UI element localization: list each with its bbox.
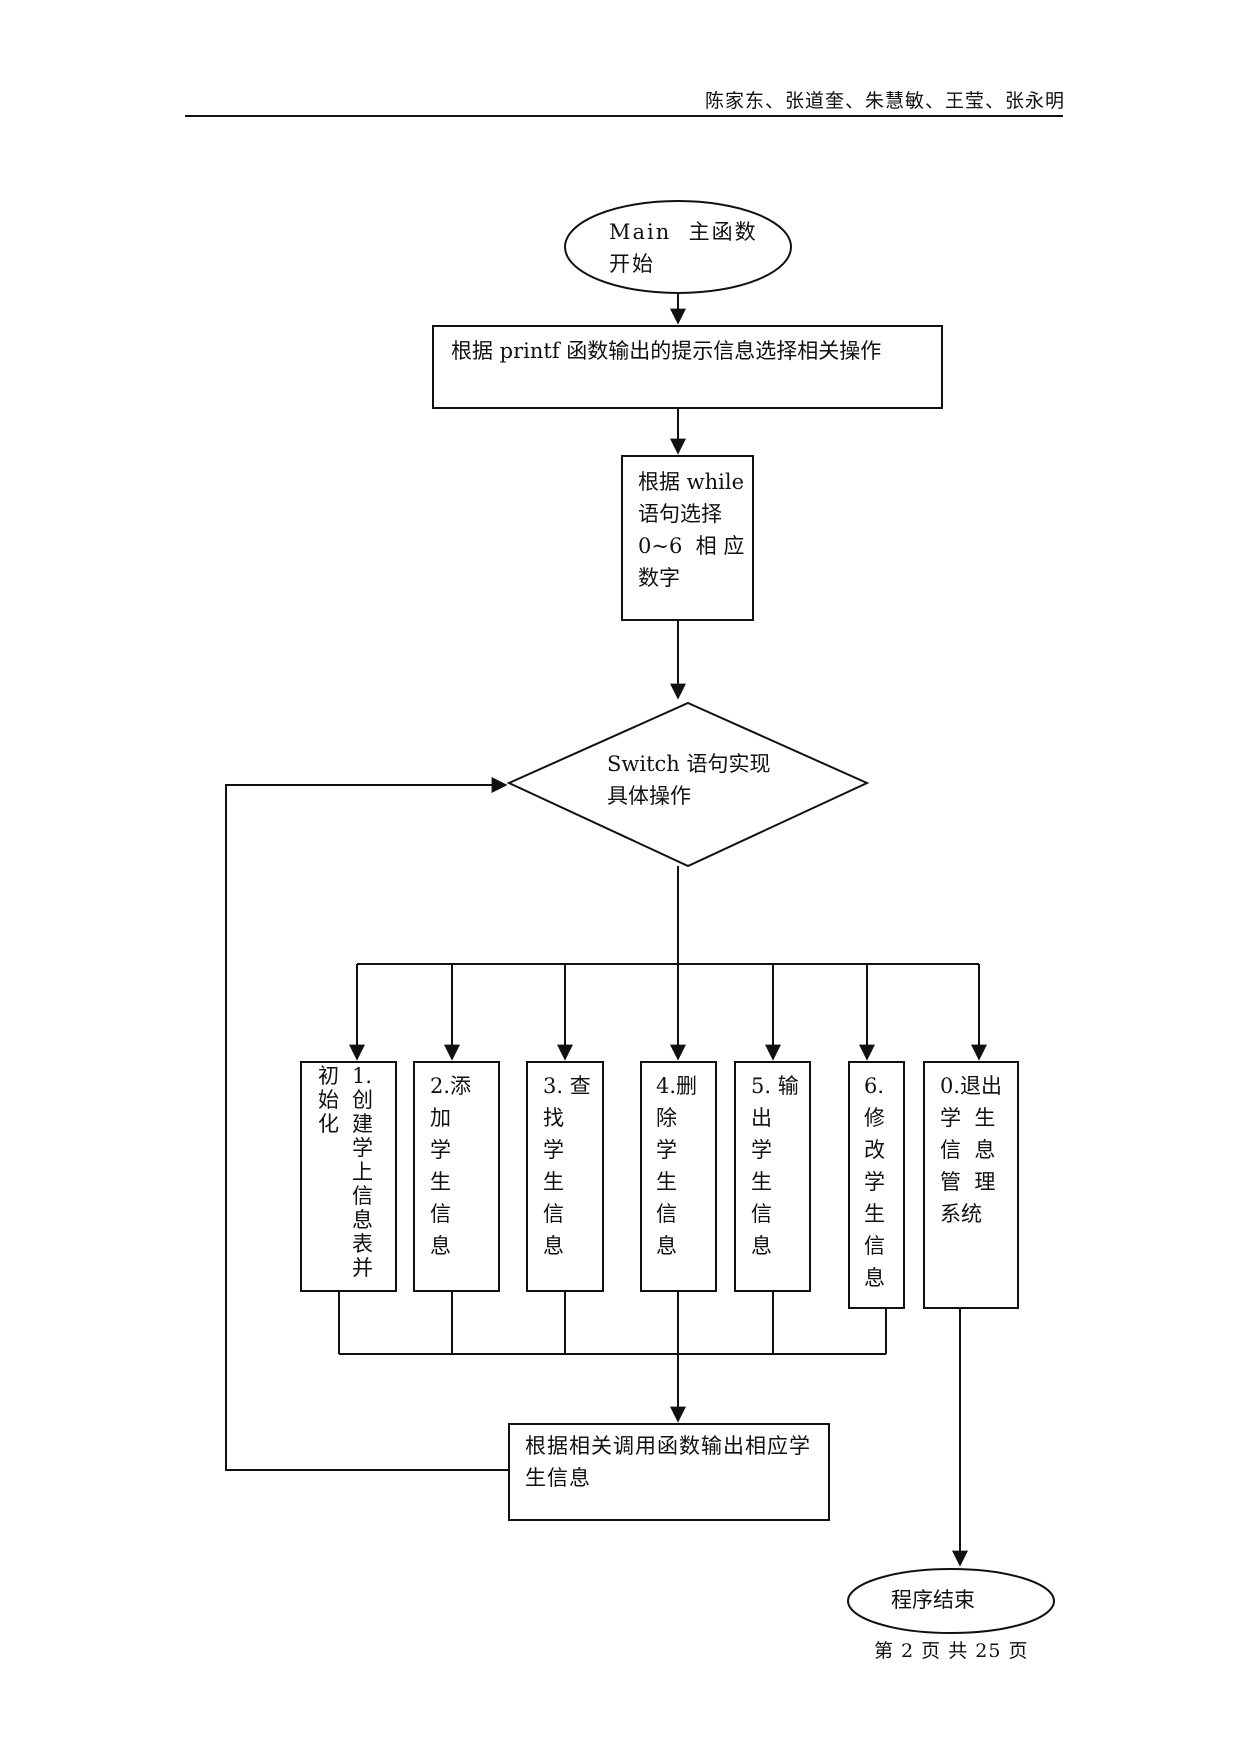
loop-back-line — [225, 777, 509, 1471]
output-box — [508, 1423, 830, 1521]
end-node — [847, 1568, 1055, 1634]
decision-label: Switch 语句实现 具体操作 — [607, 752, 771, 808]
option-box-0 — [923, 1061, 1019, 1309]
header-rule — [185, 115, 1063, 117]
option-1-text-col1: 初 始 化 — [318, 1064, 339, 1136]
step2-label: 根据 while 语句选择 0~6 相 应 数字 — [638, 470, 745, 590]
start-label: Main 主函数 开始 — [609, 220, 758, 276]
step1-box — [432, 325, 943, 409]
step1-label: 根据 printf 函数输出的提示信息选择相关操作 — [451, 339, 882, 363]
end-label: 程序结束 — [891, 1588, 975, 1612]
option-3-text: 3. 查 找 学 生 信 息 — [543, 1074, 591, 1258]
option-5-text: 5. 输 出 学 生 信 息 — [751, 1074, 799, 1258]
footer-page-info: 第 2 页 共 25 页 — [874, 1640, 1029, 1662]
step2-box — [621, 455, 754, 621]
option-0-text: 0.退出 学 生 信 息 管 理 系统 — [940, 1074, 1003, 1226]
decision-diamond — [506, 701, 870, 868]
option-2-text: 2.添 加 学 生 信 息 — [430, 1074, 472, 1258]
option-box-2 — [413, 1061, 500, 1292]
header-authors: 陈家东、张道奎、朱慧敏、王莹、张永明 — [704, 90, 1065, 112]
option-box-6 — [848, 1061, 905, 1309]
option-4-text: 4.删 除 学 生 信 息 — [656, 1074, 698, 1258]
option-1-text-col2: 1. 创 建 学 上 信 息 表 并 — [352, 1064, 373, 1280]
option-6-text: 6. 修 改 学 生 信 息 — [864, 1074, 885, 1290]
output-label: 根据相关调用函数输出相应学 生信息 — [525, 1434, 811, 1490]
option-box-1 — [300, 1061, 397, 1292]
